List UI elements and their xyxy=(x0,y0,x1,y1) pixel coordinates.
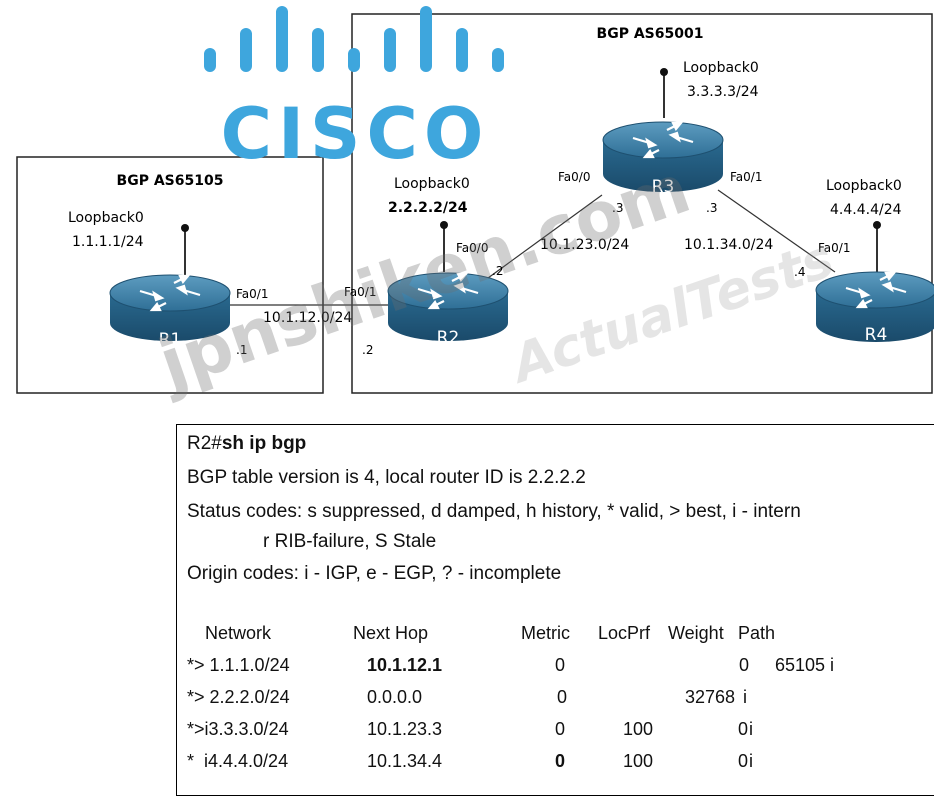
table-row-1-network: *> 2.2.2.0/24 xyxy=(187,687,290,707)
r3-fa00-label: Fa0/0 xyxy=(558,170,590,184)
r3-loopback-label: Loopback0 xyxy=(683,60,759,76)
table-row-2-next-hop: 10.1.23.3 xyxy=(367,719,443,739)
router-r1 xyxy=(109,274,231,341)
r1-host-addr: .1 xyxy=(236,343,247,357)
table-row-3-weight: 0 xyxy=(738,751,749,771)
r1-loopback-label: Loopback0 xyxy=(68,210,144,226)
link-r2-r3-subnet: 10.1.23.0/24 xyxy=(540,237,629,253)
link-r1-r2-subnet: 10.1.12.0/24 xyxy=(263,310,352,326)
router-r2 xyxy=(387,272,509,341)
col-header-next-hop: Next Hop xyxy=(353,623,429,643)
r2-name: R2 xyxy=(437,328,460,348)
table-row-2-path: i xyxy=(749,719,753,739)
cli-prompt-line: R2#sh ip bgp xyxy=(187,433,306,455)
r2-host-addr-left: .2 xyxy=(362,343,373,357)
r4-loopback-ip: 4.4.4.4/24 xyxy=(830,202,902,218)
cli-prompt: R2# xyxy=(187,433,222,454)
table-row-1-metric: 0 xyxy=(557,687,568,707)
table-row-3-network: * i4.4.4.0/24 xyxy=(187,751,289,771)
r4-loopback-dot xyxy=(873,221,881,229)
table-row-1-path: i xyxy=(743,687,747,707)
r2-loopback-ip: 2.2.2.2/24 xyxy=(388,200,468,216)
cli-status-codes: Status codes: s suppressed, d damped, h … xyxy=(187,501,801,522)
link-r2-r3 xyxy=(487,194,603,279)
as65001-box xyxy=(351,13,933,394)
r3-loopback-ip: 3.3.3.3/24 xyxy=(687,84,759,100)
as65001-title: BGP AS65001 xyxy=(597,26,704,42)
r4-host-addr: .4 xyxy=(794,265,805,279)
col-header-metric: Metric xyxy=(521,623,570,643)
r4-name: R4 xyxy=(865,325,888,345)
cli-status-codes-2: r RIB-failure, S Stale xyxy=(263,531,437,552)
r1-fa01-label: Fa0/1 xyxy=(236,287,268,301)
r2-loopback-label: Loopback0 xyxy=(394,176,470,192)
router-r3 xyxy=(602,121,724,192)
link-r3-r4-subnet: 10.1.34.0/24 xyxy=(684,237,773,253)
cli-command: sh ip bgp xyxy=(221,433,307,454)
table-row-3-metric: 0 xyxy=(555,751,566,771)
cisco-logo-text: CISCO xyxy=(221,93,490,175)
r1-loopback-ip: 1.1.1.1/24 xyxy=(72,234,144,250)
router-r4 xyxy=(815,271,934,342)
cisco-logo-bars xyxy=(204,6,504,72)
table-row-2-metric: 0 xyxy=(555,719,566,739)
table-row-0-metric: 0 xyxy=(555,655,566,675)
r2-fa01-label: Fa0/1 xyxy=(344,285,376,299)
as65105-title: BGP AS65105 xyxy=(117,173,224,189)
topology-diagram: CISCO BGP AS65105 BGP AS65001 R1 R2 R3 R… xyxy=(16,6,934,394)
table-row-0-path: 65105 i xyxy=(775,655,835,675)
table-row-0-weight: 0 xyxy=(739,655,750,675)
table-row-0-network: *> 1.1.1.0/24 xyxy=(187,655,290,675)
r4-loopback-label: Loopback0 xyxy=(826,178,902,194)
table-row-0-next-hop: 10.1.12.1 xyxy=(367,655,443,675)
table-row-2-weight: 0 xyxy=(738,719,749,739)
col-header-network: Network xyxy=(205,623,272,643)
col-header-weight: Weight xyxy=(668,623,724,643)
cli-origin-codes: Origin codes: i - IGP, e - EGP, ? - inco… xyxy=(187,563,562,584)
r2-fa00-label: Fa0/0 xyxy=(456,241,488,255)
r2-host-addr-up: .2 xyxy=(492,264,503,278)
cli-table-version: BGP table version is 4, local router ID … xyxy=(187,467,586,488)
r3-host-addr-left: .3 xyxy=(612,201,623,215)
link-r3-r4 xyxy=(717,189,836,273)
table-row-3-next-hop: 10.1.34.4 xyxy=(367,751,443,771)
table-row-2-locprf: 100 xyxy=(623,719,654,739)
r2-loopback-dot xyxy=(440,221,448,229)
col-header-path: Path xyxy=(738,623,776,643)
table-row-3-path: i xyxy=(749,751,753,771)
table-row-2-network: *>i3.3.3.0/24 xyxy=(187,719,289,739)
r3-name: R3 xyxy=(652,177,675,197)
r3-host-addr-right: .3 xyxy=(706,201,717,215)
col-header-locprf: LocPrf xyxy=(598,623,651,643)
table-row-3-locprf: 100 xyxy=(623,751,654,771)
table-row-1-weight: 32768 xyxy=(685,687,736,707)
r3-loopback-dot xyxy=(660,68,668,76)
r4-fa01-label: Fa0/1 xyxy=(818,241,850,255)
r3-fa01-label: Fa0/1 xyxy=(730,170,762,184)
table-row-1-next-hop: 0.0.0.0 xyxy=(367,687,423,707)
as65105-box xyxy=(16,156,324,394)
cli-output-panel: R2#sh ip bgp BGP table version is 4, loc… xyxy=(176,424,934,796)
r1-loopback-dot xyxy=(181,224,189,232)
r1-name: R1 xyxy=(159,330,182,350)
